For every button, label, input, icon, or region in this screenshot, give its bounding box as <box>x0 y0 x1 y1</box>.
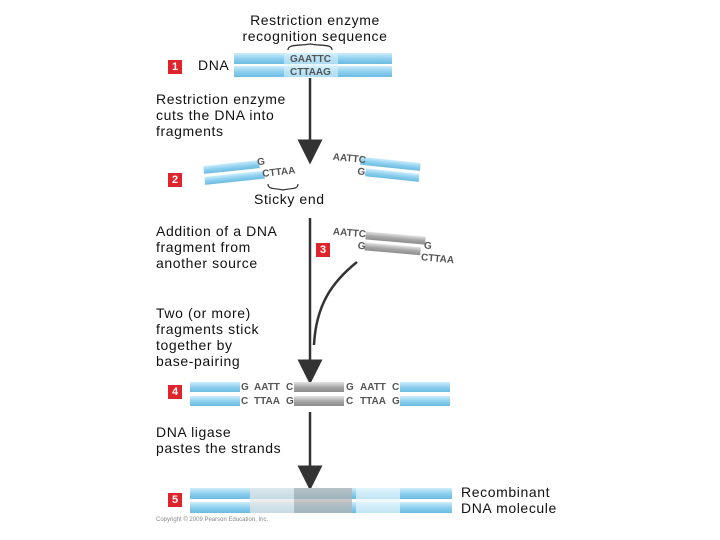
step-badge-4: 4 <box>168 385 182 399</box>
seq-step4-bottom-d: C <box>346 396 353 407</box>
seq-step4-top-c: C <box>286 382 293 393</box>
dna-step4: G AATT C C TTAA G G AATT C C TTAA G <box>190 382 450 407</box>
step-badge-3: 3 <box>316 243 330 257</box>
recognition-sequence-label: Restriction enzyme recognition sequence <box>242 12 388 44</box>
seq-step4-bottom-b: TTAA <box>254 396 280 407</box>
addition-label: Addition of a DNA fragment from another … <box>156 223 278 271</box>
sticky-end-label: Sticky end <box>254 191 325 207</box>
seq-step2-left-bottom: CTTAA <box>262 165 296 179</box>
seq-step4-top-f: C <box>392 382 399 393</box>
step-badge-5: 5 <box>168 493 182 507</box>
fragment-foreign-step3: AATTC G G CTTAA <box>332 227 455 267</box>
step-badge-1: 1 <box>168 60 182 74</box>
copyright-text: Copyright © 2009 Pearson Education, Inc. <box>156 517 269 523</box>
seq-step3-top-left: AATTC <box>332 227 366 241</box>
recognition-bracket <box>287 43 333 51</box>
fragment-right-step2: AATTC G <box>332 152 421 182</box>
seq-step3-bottom-right: CTTAA <box>421 252 455 266</box>
fragment-left-step2: G CTTAA <box>203 157 296 185</box>
step-badge-2: 2 <box>168 173 182 187</box>
seq-step4-top-d: G <box>346 382 354 393</box>
seq-step4-top-a: G <box>241 382 249 393</box>
dna-step1: GAATTC CTTAAG <box>234 43 392 78</box>
ligase-label: DNA ligase pastes the strands <box>156 424 282 456</box>
seq-step3-bottom-left: G <box>357 241 366 253</box>
dna-label: DNA <box>198 57 230 73</box>
seq-step4-bottom-c: G <box>286 396 294 407</box>
seq-step4-top-e: AATT <box>360 382 386 393</box>
seq-step4-bottom-f: G <box>392 396 400 407</box>
arrow-merge <box>312 261 358 346</box>
sticky-end-bracket <box>267 183 299 191</box>
seq-step4-top-b: AATT <box>254 382 280 393</box>
seq-step3-top-right: G <box>424 241 433 253</box>
seq-step2-right-top: AATTC <box>332 152 366 166</box>
seq-step2-left-top: G <box>257 157 266 169</box>
seq-step4-bottom-e: TTAA <box>360 396 386 407</box>
recombinant-label: Recombinant DNA molecule <box>461 484 557 516</box>
dna-step5 <box>190 488 452 513</box>
seq-step1-top: GAATTC <box>290 54 331 65</box>
seq-step1-bottom: CTTAAG <box>290 67 331 78</box>
seq-step4-bottom-a: C <box>241 396 248 407</box>
base-pairing-label: Two (or more) fragments stick together b… <box>156 305 260 369</box>
seq-step2-right-bottom: G <box>357 166 366 178</box>
cuts-label: Restriction enzyme cuts the DNA into fra… <box>156 91 286 139</box>
